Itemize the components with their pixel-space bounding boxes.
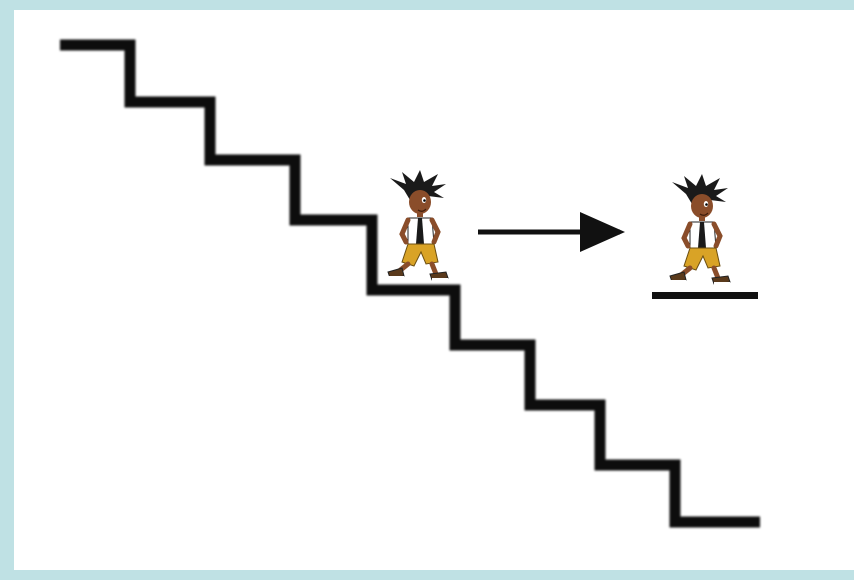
staircase-icon (60, 39, 760, 528)
ground-line (652, 292, 758, 299)
flat-ground-icon (652, 292, 758, 299)
walking-boy-icon (388, 170, 448, 281)
character-on-flat-ground (670, 174, 730, 285)
walking-boy-icon (670, 174, 730, 285)
staircase (60, 39, 760, 528)
character-on-stairs (388, 170, 448, 281)
